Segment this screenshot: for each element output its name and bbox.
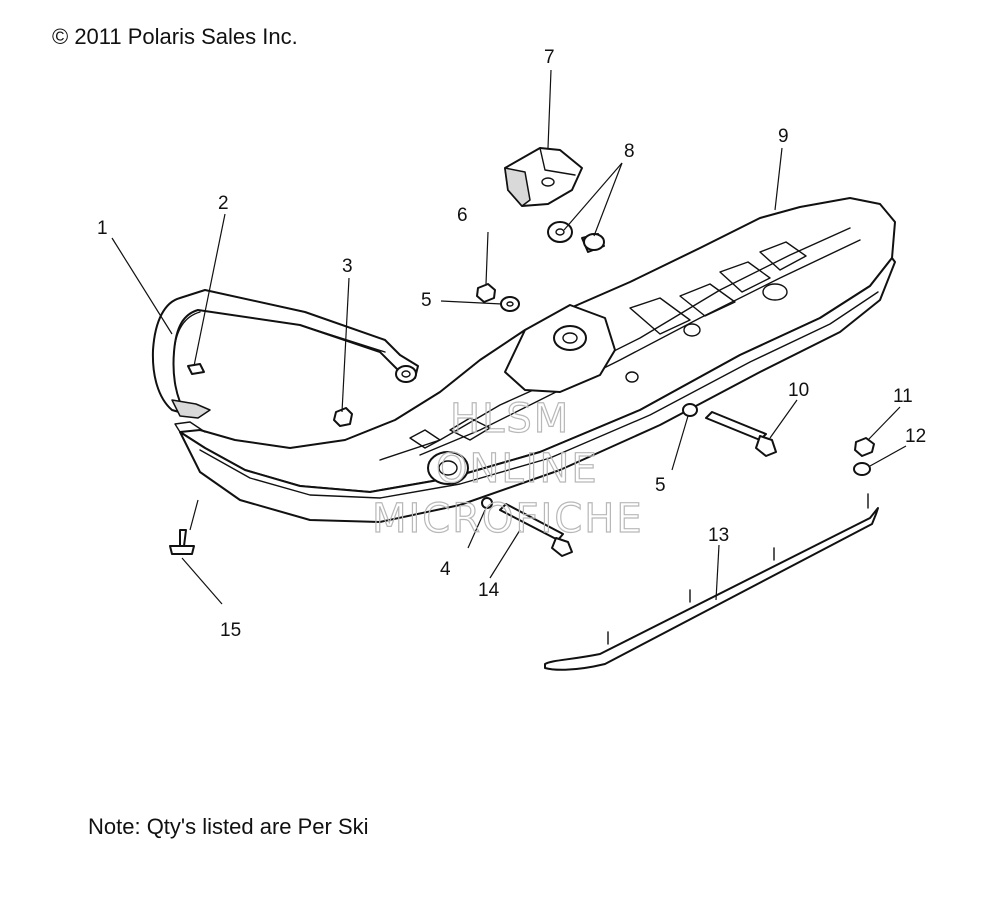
- callout-1: 1: [97, 218, 108, 239]
- watermark: HLSM ONLINE MICROFICHE: [371, 395, 644, 542]
- washer-5-lower: [682, 403, 698, 417]
- callout-3: 3: [342, 256, 353, 277]
- bushings: [547, 221, 605, 253]
- bracket: [504, 147, 583, 207]
- washer-12: [853, 462, 871, 476]
- callout-14: 14: [478, 580, 500, 601]
- rivet: [187, 363, 205, 375]
- callout-10: 10: [788, 380, 809, 401]
- callout-6: 6: [457, 205, 468, 226]
- bolt-10: [705, 411, 777, 457]
- callout-5-lower: 5: [655, 475, 666, 496]
- callout-9: 9: [778, 126, 789, 147]
- callout-13: 13: [708, 525, 729, 546]
- bolt-14: [499, 503, 573, 557]
- callout-2: 2: [218, 193, 229, 214]
- washer-5-upper: [500, 296, 520, 312]
- callout-8: 8: [624, 141, 635, 162]
- washer-4: [481, 497, 493, 509]
- callout-7: 7: [544, 47, 555, 68]
- wear-bar: [544, 493, 879, 671]
- svg-text:MICROFICHE: MICROFICHE: [372, 496, 644, 542]
- nut-3: [333, 407, 353, 427]
- leader-lines: [111, 69, 907, 605]
- nut-11: [854, 437, 875, 457]
- callout-11: 11: [893, 386, 913, 407]
- nut-6: [476, 283, 496, 303]
- callout-5-upper: 5: [421, 290, 432, 311]
- callout-15: 15: [220, 620, 241, 641]
- callout-4: 4: [440, 559, 451, 580]
- screw-15: [169, 529, 195, 555]
- svg-text:HLSM: HLSM: [450, 396, 570, 442]
- callout-numbers: 1 2 3 4 5 5 6 7 8 9 10 11 12 13 14 15: [97, 47, 926, 641]
- callout-12: 12: [905, 426, 926, 447]
- ski-body: [174, 197, 896, 523]
- ski-loop: [151, 289, 419, 419]
- svg-text:ONLINE: ONLINE: [436, 446, 599, 492]
- copyright-text: © 2011 Polaris Sales Inc.: [52, 24, 298, 49]
- qty-note: Note: Qty's listed are Per Ski: [88, 814, 369, 839]
